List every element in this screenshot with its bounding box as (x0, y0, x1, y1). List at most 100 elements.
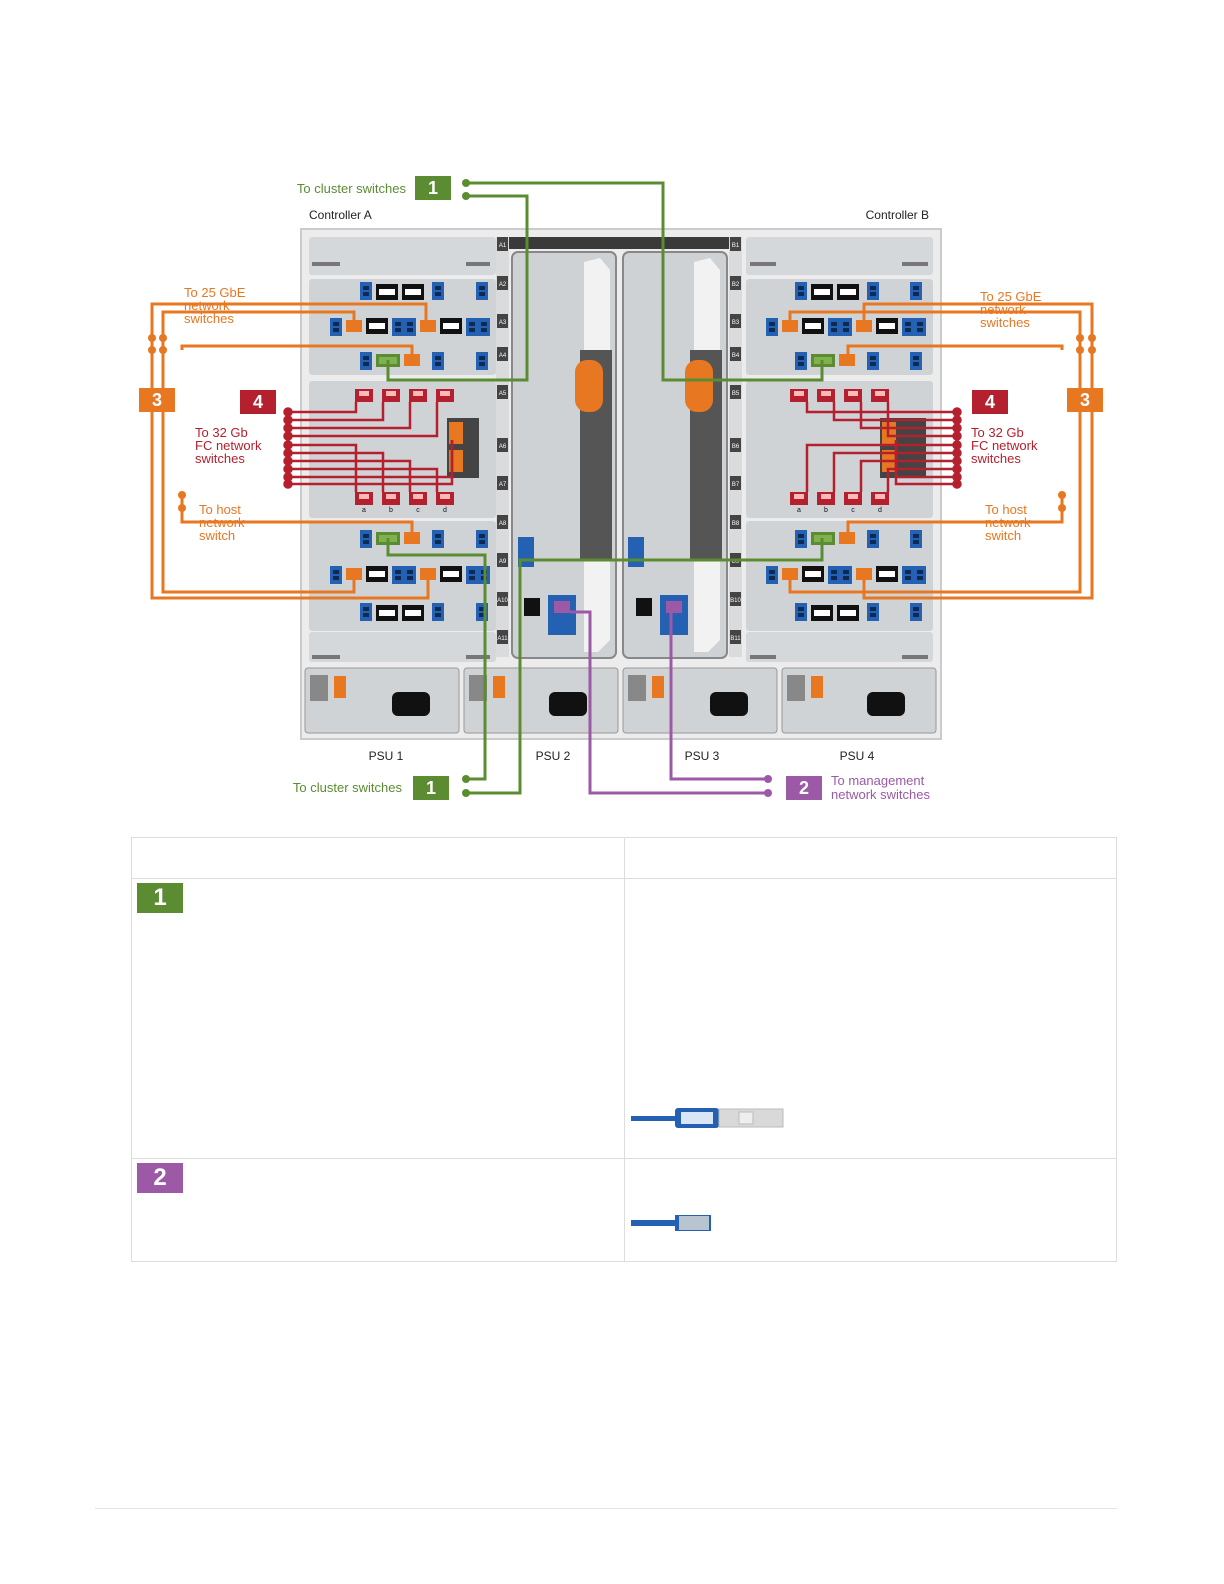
svg-text:4: 4 (985, 392, 995, 412)
svg-text:PSU 2: PSU 2 (536, 749, 571, 763)
management-cables (570, 608, 768, 795)
svg-text:To 32 Gb: To 32 Gb (195, 425, 248, 440)
cluster-badge: 1 (137, 883, 183, 913)
cable-legend-table: 1 2 (131, 837, 1117, 1262)
svg-text:2: 2 (799, 778, 809, 798)
badge-1-top: 1 (415, 176, 451, 200)
slot-label: A9 (499, 559, 507, 565)
svg-text:3: 3 (1080, 390, 1090, 410)
svg-text:FC network: FC network (195, 438, 262, 453)
fc-endpoint (952, 479, 962, 489)
table-header-cell (131, 837, 625, 879)
port-letter: c (851, 507, 855, 514)
fc-endpoint (952, 423, 962, 433)
fc-endpoint (283, 456, 293, 466)
fc-cable (288, 459, 412, 492)
svg-text:switches: switches (195, 451, 245, 466)
psu-labels: PSU 1 PSU 2 PSU 3 PSU 4 (369, 749, 875, 763)
cluster-endpoint (462, 775, 470, 783)
port-letter: b (824, 507, 828, 514)
slot-label: B2 (732, 282, 740, 288)
table-cell: 2 (131, 1158, 625, 1262)
svg-text:switch: switch (199, 528, 235, 543)
slot-label: A7 (499, 482, 507, 488)
slot-marker (497, 438, 508, 452)
port-letter: d (878, 507, 882, 514)
qsfp-cable-icon (631, 1108, 784, 1128)
management-badge: 2 (137, 1163, 183, 1193)
cluster-endpoint (462, 179, 470, 187)
fc-cable (859, 402, 957, 430)
fc-left-label: To 32 Gb FC network switches (195, 425, 262, 466)
slot-label: B5 (732, 391, 740, 397)
fc-cable (805, 402, 957, 414)
slot-marker (730, 630, 741, 644)
badge-4-right: 4 (972, 390, 1008, 414)
fc-endpoint (952, 440, 962, 450)
slot-marker (497, 237, 508, 251)
table-row: 2 (131, 1158, 1117, 1262)
fc-endpoint (283, 415, 293, 425)
slot-label: B9 (732, 559, 740, 565)
slot-marker (497, 592, 508, 606)
slot-marker (497, 553, 508, 567)
fc-endpoint (952, 456, 962, 466)
cluster-endpoint (462, 789, 470, 797)
slot-marker (730, 385, 741, 399)
slot-marker (497, 276, 508, 290)
slot-label: A8 (499, 521, 507, 527)
svg-text:To 32 Gb: To 32 Gb (971, 425, 1024, 440)
slot-label: B3 (732, 320, 740, 326)
slot-label: A4 (499, 353, 507, 359)
slot-label: A11 (497, 636, 508, 642)
ethernet-cables-right (788, 302, 1094, 600)
slot-label: A1 (499, 243, 507, 249)
svg-text:To host: To host (985, 502, 1027, 517)
svg-text:To host: To host (199, 502, 241, 517)
slot-marker (497, 314, 508, 328)
fc-endpoint (283, 479, 293, 489)
fc-endpoint (283, 464, 293, 474)
fc-cable (288, 402, 358, 414)
svg-text:network switches: network switches (831, 787, 930, 802)
badge-1-bottom: 1 (413, 776, 449, 800)
fc-cable (832, 402, 957, 422)
svg-text:network: network (199, 515, 245, 530)
svg-text:To 25 GbE: To 25 GbE (184, 285, 246, 300)
table-cell: 1 (131, 878, 625, 1159)
slot-marker (497, 515, 508, 529)
svg-text:To 25 GbE: To 25 GbE (980, 289, 1042, 304)
table-header-cell (624, 837, 1117, 879)
fc-endpoint (952, 464, 962, 474)
center-bays (509, 237, 729, 659)
port-letter: b (389, 507, 393, 514)
fc-cable (832, 451, 957, 492)
fc-cable (288, 440, 454, 486)
slot-labels: A1A2A3A4A5A6A7A8A9A10A11B1B2B3B4B5B6B7B8… (497, 237, 741, 644)
svg-text:To management: To management (831, 773, 925, 788)
slot-label: B8 (732, 521, 740, 527)
slot-label: B7 (732, 482, 740, 488)
psu-bays (304, 667, 937, 734)
svg-text:FC network: FC network (971, 438, 1038, 453)
badge-2: 2 (786, 776, 822, 800)
fc-cable (288, 402, 412, 430)
controller-a-label: Controller A (309, 208, 372, 222)
port-letter: d (443, 507, 447, 514)
slot-marker (730, 314, 741, 328)
svg-text:PSU 4: PSU 4 (840, 749, 875, 763)
ethernet-endpoints (148, 334, 1096, 512)
fc-cable (886, 467, 957, 492)
mgmt-label: To management network switches (831, 773, 930, 802)
fc-cable (886, 402, 957, 438)
port-letter: a (797, 507, 801, 514)
svg-text:switch: switch (985, 528, 1021, 543)
slot-marker (497, 630, 508, 644)
fc-endpoint (952, 431, 962, 441)
cabling-diagram: A1A2A3A4A5A6A7A8A9A10A11B1B2B3B4B5B6B7B8… (139, 176, 1103, 802)
slot-marker (730, 476, 741, 490)
slot-label: A6 (499, 444, 507, 450)
slot-label: A5 (499, 391, 507, 397)
host-left-label: To host network switch (199, 502, 245, 543)
